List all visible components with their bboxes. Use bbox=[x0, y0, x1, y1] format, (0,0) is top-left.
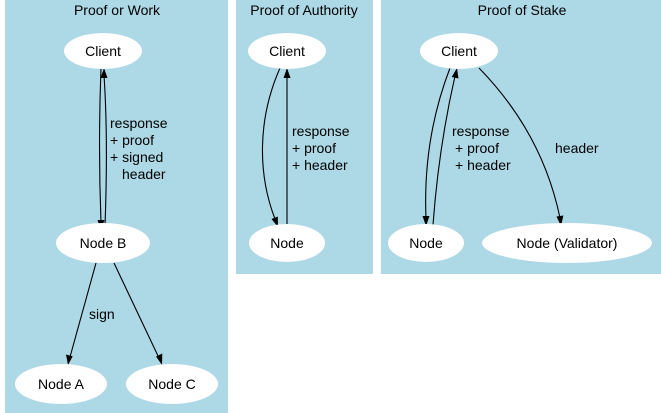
cluster-pow-background bbox=[5, 0, 228, 413]
edge-pow-client-to-nodeb bbox=[98, 67, 102, 224]
edge-pos-client-to-validator bbox=[478, 67, 561, 219]
edge-poa-client-to-node bbox=[261, 67, 281, 220]
cluster-proof-of-work: Proof or Work response + proof + signed … bbox=[5, 0, 228, 413]
edge-label-pow-response-line-3: + signed bbox=[110, 149, 163, 165]
node-poa-node-label: Node bbox=[270, 235, 304, 251]
node-pow-client-label: Client bbox=[85, 43, 121, 59]
node-poa-client bbox=[248, 33, 326, 69]
edge-label-pos-response: response + proof + header bbox=[452, 123, 513, 173]
node-pow-node-a bbox=[15, 364, 107, 404]
edge-pow-nodeb-to-client bbox=[103, 74, 107, 227]
arrowhead-pos-to-validator bbox=[556, 215, 564, 226]
edge-label-pow-sign: sign bbox=[89, 306, 115, 322]
node-poa-client-label: Client bbox=[269, 43, 305, 59]
edge-label-pow-response: response + proof + signed header bbox=[110, 115, 171, 182]
edge-label-pos-response-line-3: + header bbox=[455, 157, 511, 173]
node-pos-client-label: Client bbox=[441, 43, 477, 59]
edge-pow-nodeb-to-nodec bbox=[113, 262, 160, 359]
edge-label-pos-header: header bbox=[555, 140, 599, 156]
edge-pos-client-to-node bbox=[425, 67, 451, 219]
edge-pos-node-to-client bbox=[432, 75, 456, 226]
edge-label-poa-response: response + proof + header bbox=[292, 123, 353, 173]
node-pow-node-c-label: Node C bbox=[148, 376, 195, 392]
edge-label-poa-response-line-2: + proof bbox=[292, 140, 336, 156]
edge-label-pow-response-line-4: header bbox=[122, 166, 166, 182]
node-pow-node-b bbox=[56, 223, 150, 263]
node-poa-node bbox=[249, 224, 325, 262]
node-pow-node-b-label: Node B bbox=[80, 235, 127, 251]
edge-pow-nodeb-to-nodea bbox=[69, 262, 97, 358]
edge-label-poa-response-line-3: + header bbox=[292, 157, 348, 173]
edge-label-pow-response-line-1: response bbox=[110, 115, 168, 131]
cluster-proof-of-stake: Proof of Stake response + proof + header… bbox=[381, 0, 661, 274]
cluster-proof-of-authority: Proof of Authority response + proof + he… bbox=[236, 0, 373, 274]
arrowhead-poa-to-node bbox=[271, 216, 278, 227]
node-pos-validator-label: Node (Validator) bbox=[517, 235, 618, 251]
edge-label-pos-response-line-1: response bbox=[452, 123, 510, 139]
node-pow-node-a-label: Node A bbox=[38, 376, 85, 392]
node-pos-validator bbox=[482, 223, 652, 263]
arrowhead-poa-to-client bbox=[283, 68, 291, 78]
arrowhead-pos-to-client bbox=[451, 68, 459, 79]
arrowhead-pow-to-nodea bbox=[66, 354, 73, 365]
node-pow-node-c bbox=[126, 364, 218, 404]
edge-label-poa-response-line-1: response bbox=[292, 123, 350, 139]
node-pos-node-label: Node bbox=[409, 235, 443, 251]
cluster-pow-title: Proof or Work bbox=[74, 2, 161, 18]
node-pos-node bbox=[388, 224, 464, 262]
node-pow-client bbox=[64, 33, 142, 69]
arrowhead-pow-to-client bbox=[100, 68, 108, 78]
edge-label-pow-response-line-2: + proof bbox=[110, 132, 154, 148]
arrowhead-pow-to-nodec bbox=[156, 353, 163, 365]
cluster-poa-title: Proof of Authority bbox=[250, 2, 357, 18]
arrowhead-pos-to-node bbox=[422, 216, 430, 226]
edge-label-pos-response-line-2: + proof bbox=[455, 140, 499, 156]
cluster-pos-title: Proof of Stake bbox=[478, 2, 567, 18]
node-pos-client bbox=[420, 33, 498, 69]
